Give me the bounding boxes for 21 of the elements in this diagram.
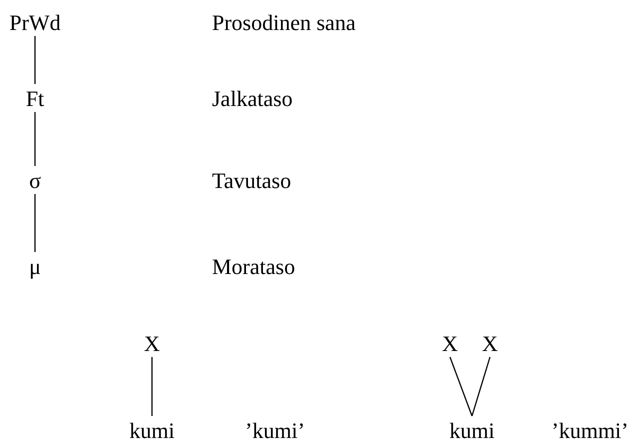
level-name: Jalkataso bbox=[212, 88, 293, 110]
gloss-text: ’kumi’ bbox=[245, 420, 305, 442]
level-symbol: μ bbox=[29, 256, 41, 278]
level-symbol: Ft bbox=[26, 88, 44, 110]
word-text: kumi bbox=[129, 420, 175, 442]
level-name: Morataso bbox=[212, 256, 296, 278]
association-line bbox=[151, 357, 153, 416]
association-line bbox=[449, 356, 473, 416]
level-symbol: σ bbox=[29, 170, 41, 192]
association-line bbox=[34, 112, 36, 166]
timing-slot: X bbox=[144, 333, 160, 355]
association-line bbox=[471, 356, 491, 416]
level-name: Prosodinen sana bbox=[212, 12, 356, 34]
association-line bbox=[34, 36, 36, 84]
association-line bbox=[34, 194, 36, 252]
gloss-text: ’kummi’ bbox=[552, 420, 628, 442]
level-name: Tavutaso bbox=[212, 170, 292, 192]
word-text: kumi bbox=[449, 420, 495, 442]
timing-slot: X bbox=[442, 333, 458, 355]
timing-slot: X bbox=[482, 333, 498, 355]
level-symbol: PrWd bbox=[9, 12, 61, 34]
